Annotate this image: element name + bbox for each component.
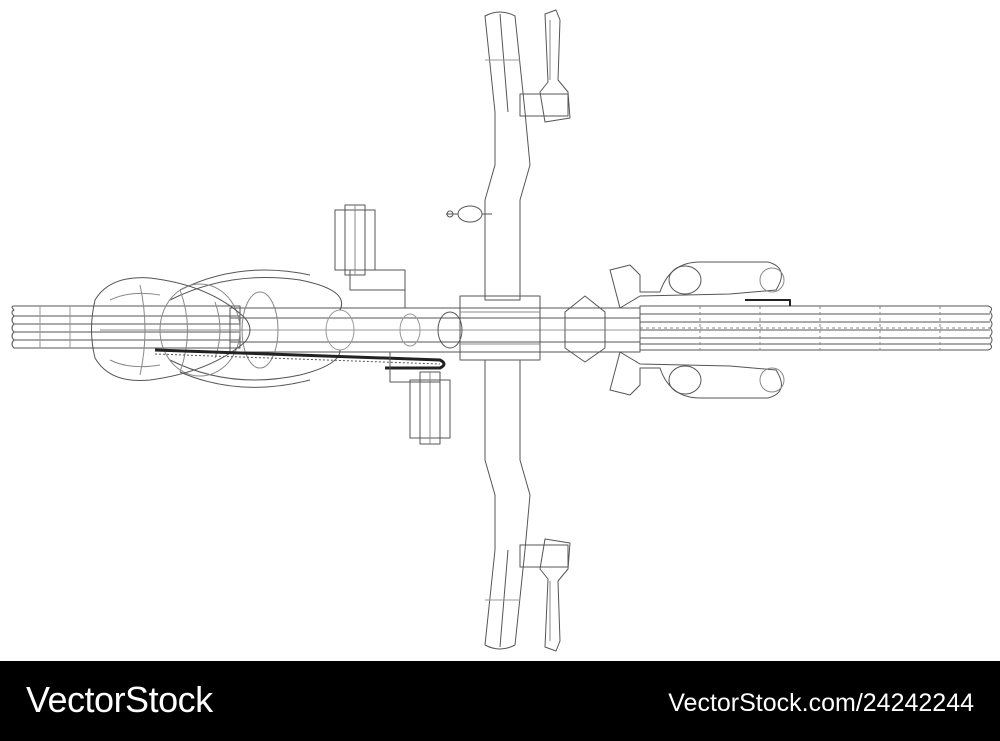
rear-tire (11, 305, 241, 349)
watermark-logo: VectorStock (26, 679, 213, 720)
bell (446, 205, 492, 223)
handlebar (484, 11, 531, 650)
watermark-url: VectorStock.com/24242244 (668, 689, 974, 717)
chain (154, 348, 446, 370)
watermark-bar: VectorStock VectorStock.com/24242244 (0, 661, 1000, 741)
brake-lever-top (519, 9, 571, 123)
front-fork (609, 261, 785, 399)
pedal-top (334, 204, 406, 308)
front-tire (639, 299, 993, 351)
bicycle-wireframe-drawing (11, 9, 993, 652)
pedal-bottom (389, 352, 451, 445)
brake-lever-bottom (519, 538, 571, 652)
bicycle-wireframe-svg (11, 9, 993, 652)
saddle (91, 277, 251, 382)
